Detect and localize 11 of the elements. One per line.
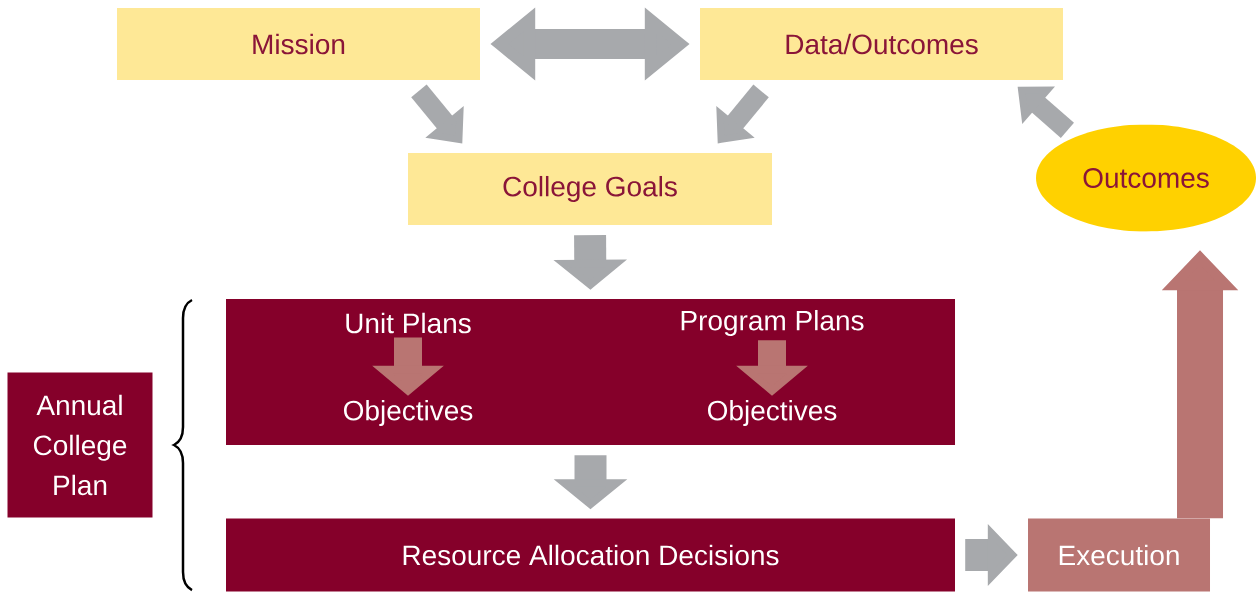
- box-text: Objectives: [708, 399, 837, 427]
- process-box: Data/Outcomes: [700, 8, 1063, 80]
- process-box: Mission: [117, 8, 480, 80]
- plan-box: [226, 299, 955, 445]
- box-text: Objectives: [344, 399, 473, 427]
- process-box: Resource Allocation Decisions: [226, 518, 955, 592]
- box-heading: Unit Plans: [346, 312, 471, 334]
- process-box: Execution: [1028, 518, 1210, 592]
- box-heading: Program Plans: [681, 309, 864, 337]
- process-box: College Goals: [408, 153, 772, 225]
- side-label-box: Annual College Plan: [7, 372, 153, 518]
